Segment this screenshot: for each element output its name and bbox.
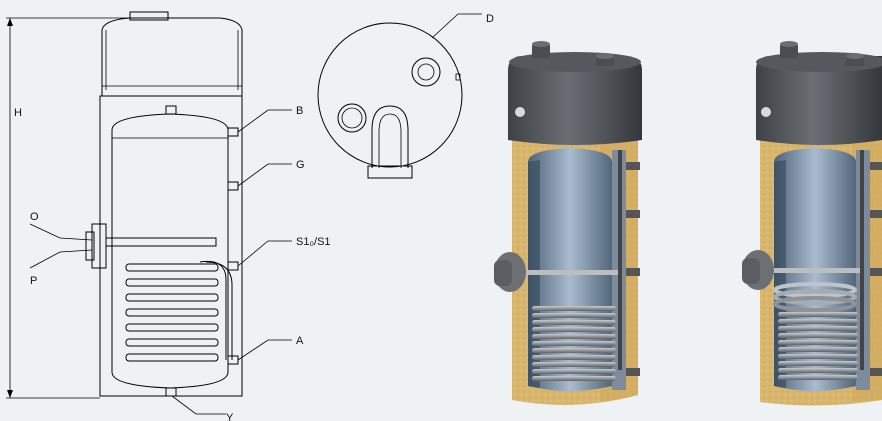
label-P: P	[30, 275, 37, 287]
label-A: A	[296, 335, 304, 347]
label-S1: S1₀/S1	[296, 236, 331, 248]
label-G: G	[296, 159, 305, 171]
label-D: D	[486, 13, 494, 25]
label-H: H	[14, 107, 22, 119]
side-view-drawing	[6, 11, 292, 415]
top-view-drawing	[317, 13, 482, 179]
cutaway-single-coil	[494, 41, 642, 405]
coil-drawing	[125, 260, 233, 362]
label-O: O	[30, 211, 39, 223]
cutaway-double-coil	[742, 41, 882, 406]
label-B: B	[296, 105, 303, 117]
height-dimension	[6, 17, 130, 399]
label-Y: Y	[226, 412, 234, 421]
